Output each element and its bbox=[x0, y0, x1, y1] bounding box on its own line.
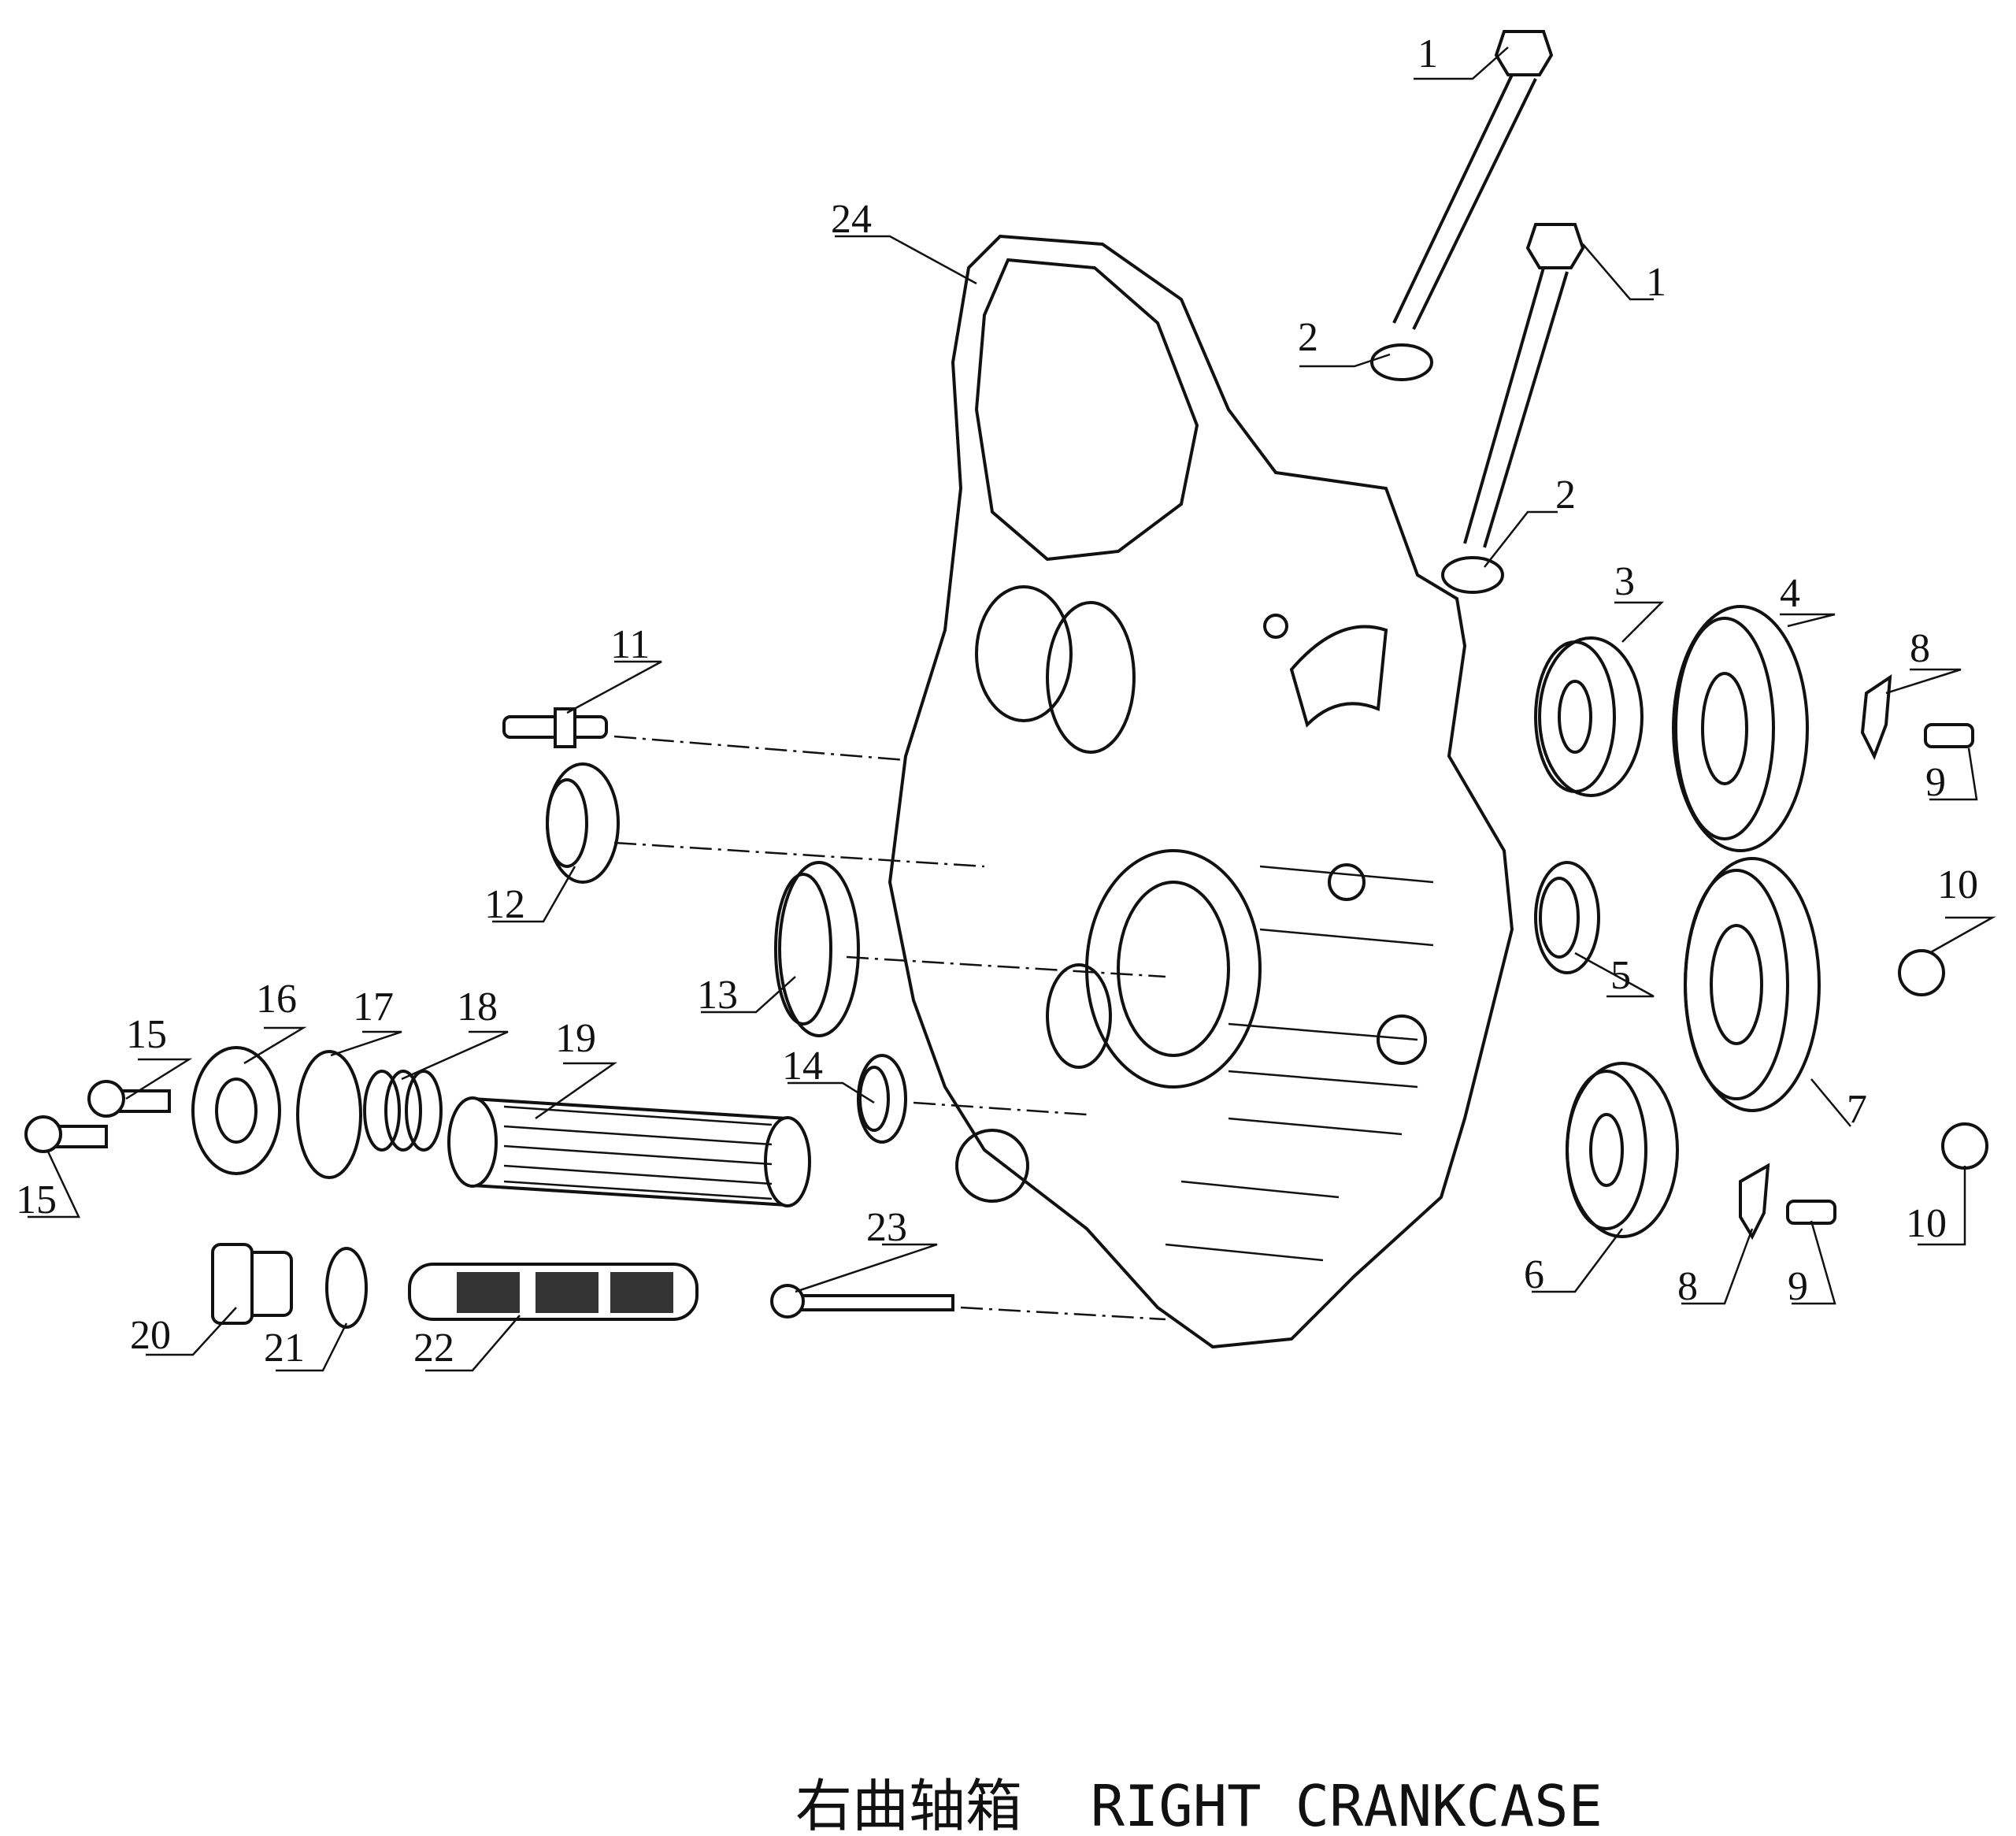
callout-17: 17 bbox=[353, 985, 394, 1029]
callout-1: 1 bbox=[1418, 32, 1438, 76]
callout-7: 7 bbox=[1847, 1087, 1867, 1132]
long-bolt-lower bbox=[1441, 223, 1585, 594]
oil-seal-5 bbox=[1534, 861, 1600, 974]
callout-8: 8 bbox=[1677, 1264, 1698, 1309]
callout-12: 12 bbox=[484, 882, 525, 927]
bearing-3 bbox=[1534, 636, 1644, 797]
callout-24: 24 bbox=[831, 197, 872, 242]
oil-seal-14 bbox=[857, 1054, 907, 1144]
oil-filter-19 bbox=[447, 1096, 811, 1207]
callout-4: 4 bbox=[1780, 571, 1800, 616]
plate-8-lower bbox=[1739, 1163, 1770, 1241]
callout-15: 15 bbox=[16, 1178, 57, 1222]
callout-10: 10 bbox=[1906, 1201, 1947, 1246]
callout-13: 13 bbox=[697, 973, 738, 1018]
callout-23: 23 bbox=[866, 1205, 907, 1250]
callout-2: 2 bbox=[1298, 315, 1318, 360]
oil-seal-13 bbox=[774, 861, 860, 1037]
bolt-15-b bbox=[24, 1115, 108, 1153]
callout-3: 3 bbox=[1614, 559, 1635, 604]
assembly-centerlines bbox=[613, 735, 1166, 1321]
oil-seal-12 bbox=[546, 762, 620, 884]
callout-9: 9 bbox=[1925, 760, 1946, 805]
right-crankcase-part-24 bbox=[888, 234, 1514, 1349]
bolt-9-upper bbox=[1924, 723, 1974, 748]
dowel-10-lower bbox=[1941, 1122, 1988, 1170]
callout-1: 1 bbox=[1646, 260, 1666, 305]
bearing-4 bbox=[1672, 605, 1809, 852]
callout-6: 6 bbox=[1524, 1252, 1544, 1297]
callout-5: 5 bbox=[1610, 953, 1631, 998]
spring-18 bbox=[363, 1070, 443, 1152]
dowel-10-upper bbox=[1898, 949, 1945, 996]
cover-16 bbox=[191, 1046, 281, 1175]
callout-labels: 1 1 2 2 24 3 4 8 9 11 12 13 5 10 7 14 15… bbox=[16, 32, 1978, 1371]
drain-plug-20 bbox=[211, 1243, 293, 1325]
long-bolt-upper bbox=[1370, 30, 1554, 381]
o-ring-17 bbox=[296, 1050, 362, 1179]
bolt-9-lower bbox=[1786, 1200, 1836, 1225]
callout-9: 9 bbox=[1788, 1264, 1808, 1309]
callout-20: 20 bbox=[130, 1313, 171, 1358]
bearing-7 bbox=[1684, 857, 1821, 1112]
washer-21 bbox=[325, 1247, 368, 1329]
callout-19: 19 bbox=[555, 1016, 596, 1061]
diagram-title: 右曲轴箱 RIGHT CRANKCASE bbox=[795, 1773, 1603, 1836]
callout-8: 8 bbox=[1910, 626, 1930, 671]
bolt-23 bbox=[770, 1284, 954, 1319]
callout-14: 14 bbox=[782, 1044, 823, 1089]
bolt-15-a bbox=[87, 1080, 171, 1118]
callout-15: 15 bbox=[126, 1012, 167, 1057]
callout-16: 16 bbox=[256, 977, 297, 1022]
callout-2: 2 bbox=[1555, 473, 1576, 517]
leader-lines bbox=[28, 46, 1996, 1372]
pin-11 bbox=[502, 707, 608, 748]
plate-8-upper bbox=[1860, 674, 1892, 760]
callout-11: 11 bbox=[610, 622, 650, 667]
bearing-6 bbox=[1566, 1062, 1679, 1238]
callout-22: 22 bbox=[413, 1326, 454, 1371]
callout-21: 21 bbox=[264, 1326, 305, 1371]
strainer-22 bbox=[408, 1263, 699, 1321]
callout-18: 18 bbox=[457, 985, 498, 1029]
callout-10: 10 bbox=[1937, 862, 1978, 907]
